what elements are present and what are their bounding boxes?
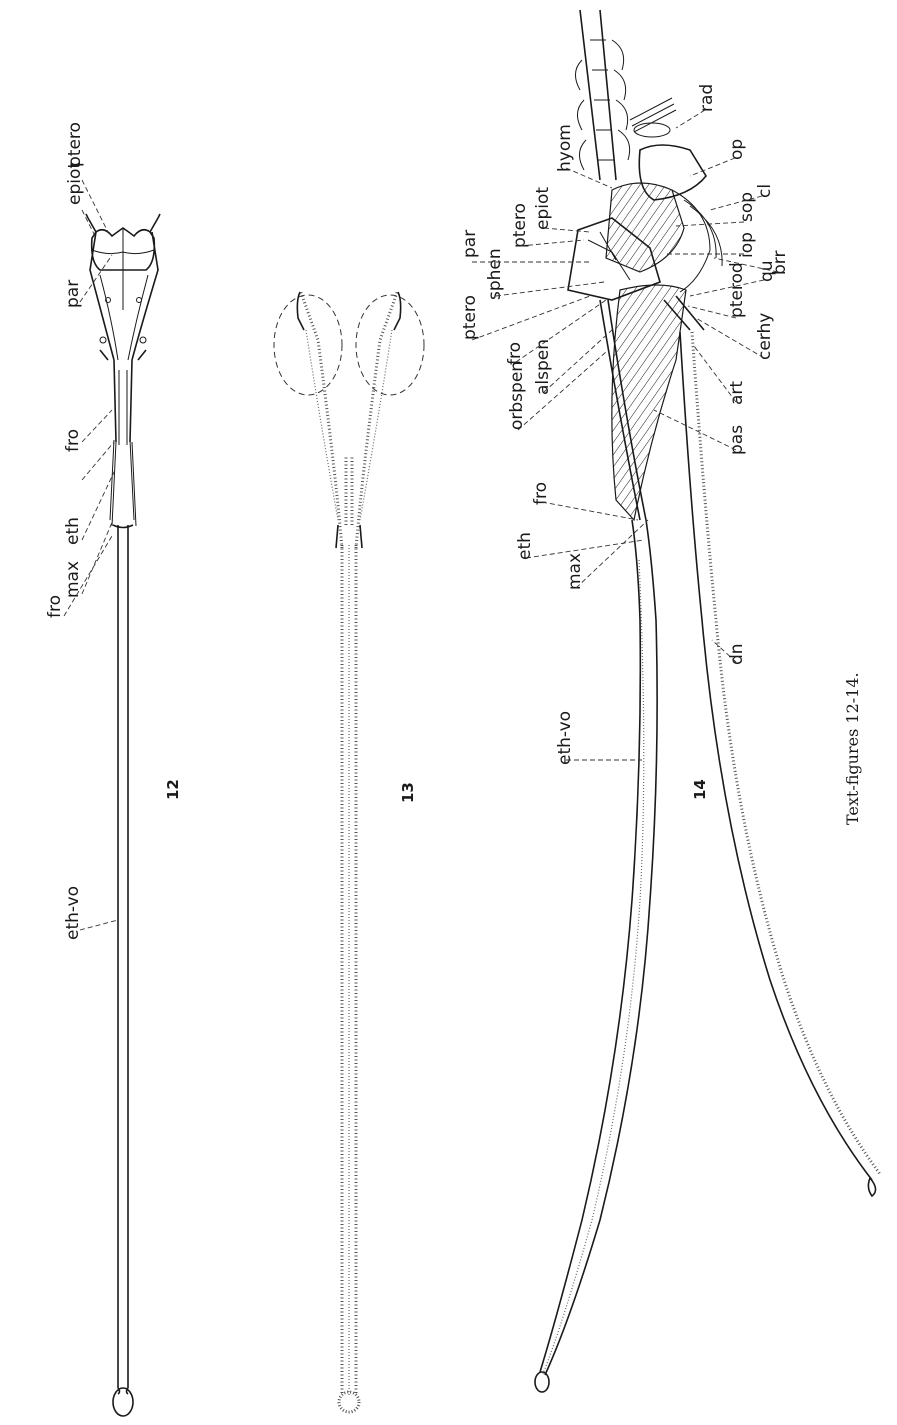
label-eth-vo-12: eth-vo (63, 886, 83, 940)
label-pas: pas (727, 425, 747, 455)
label-ptero-12: ptero (65, 122, 85, 167)
label-ptero-lower-14: ptero (460, 295, 480, 340)
label-cl: cl (755, 184, 775, 198)
figure-number-13: 13 (399, 782, 417, 803)
label-dn: dn (727, 643, 747, 665)
label-op: op (727, 139, 747, 160)
figure-12-labels: ptero epiot par fro eth max fro eth-vo 1… (45, 122, 182, 940)
figure-number-12: 12 (164, 779, 182, 800)
label-eth-14: eth (515, 532, 535, 560)
label-par-12: par (63, 280, 83, 308)
label-sop: sop (737, 192, 757, 222)
figure-14-drawing: rad op cl sop iop brr hyom epiot ptero p… (460, 10, 880, 1392)
plate-caption: Text-figures 12-14. (843, 672, 862, 825)
label-ptero-upper-14: ptero (510, 203, 530, 248)
label-eth-12: eth (63, 517, 83, 545)
label-max-14: max (565, 553, 585, 590)
label-par-14: par (460, 230, 480, 258)
label-orbspen: orbspen (507, 361, 527, 430)
label-hyom: hyom (555, 124, 575, 172)
label-max-12: max (63, 561, 83, 598)
label-fro-lower-14: fro (531, 482, 551, 505)
label-epiot-12: epiot (65, 162, 85, 205)
label-rad: rad (697, 84, 717, 112)
label-pterod: pterod (727, 262, 747, 318)
label-eth-vo-14: eth-vo (555, 711, 575, 765)
label-epiot-14: epiot (533, 187, 553, 230)
figure-12-drawing: ptero epiot par fro eth max fro eth-vo 1… (45, 122, 182, 1416)
label-art: art (727, 381, 747, 405)
label-fro-12: fro (63, 429, 83, 452)
figure-13-drawing: 13 (274, 290, 424, 1412)
label-cerhy: cerhy (755, 313, 775, 360)
figure-number-14: 14 (691, 779, 709, 800)
label-fro-partial-12: fro (45, 595, 65, 618)
label-sphen: sphen (485, 248, 505, 300)
